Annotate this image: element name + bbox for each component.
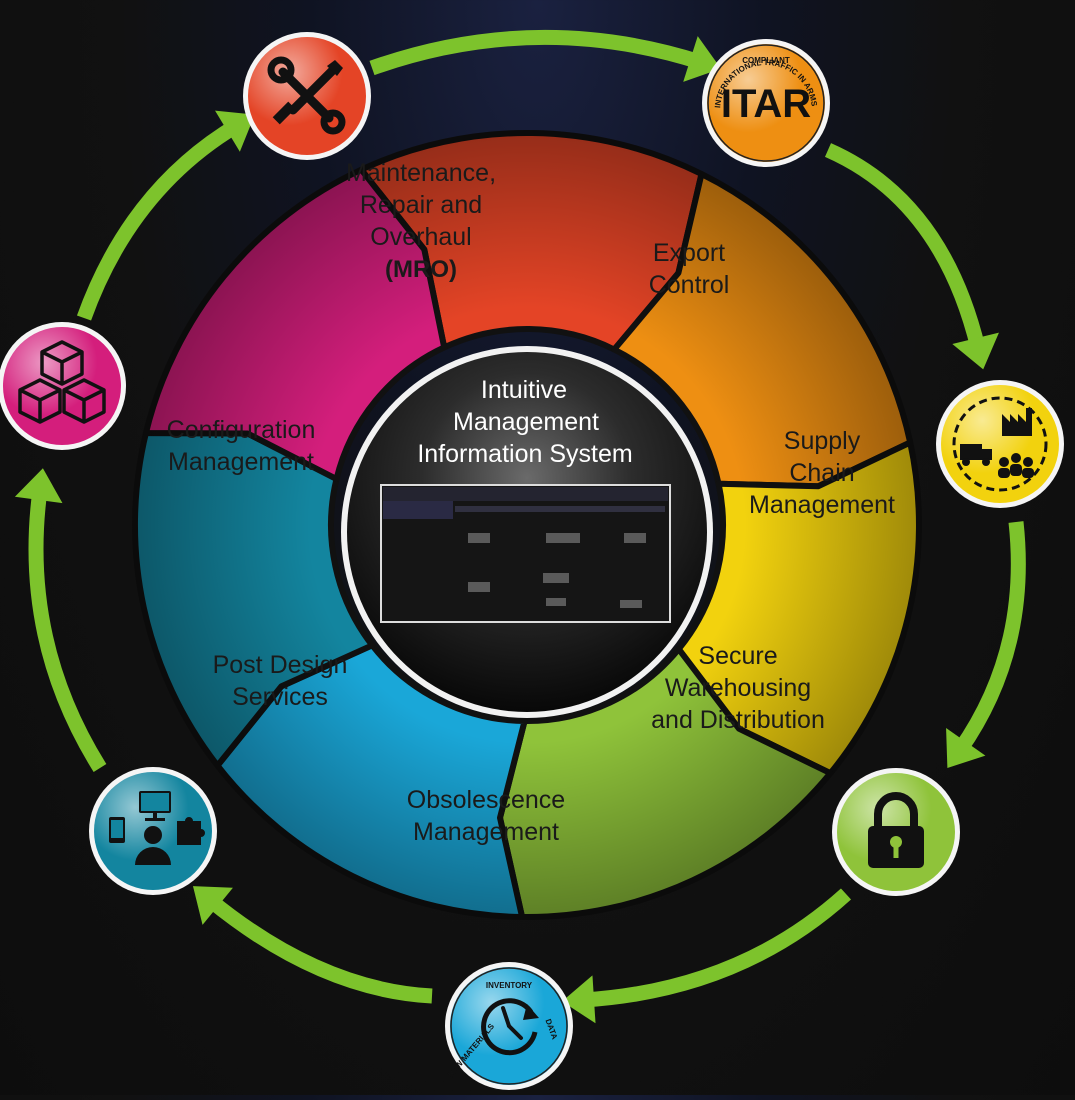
- segment-warehouse-label-line-1: Secure: [698, 642, 777, 670]
- padlock-icon: [832, 768, 960, 896]
- cycle-arrow-head-6: [15, 468, 63, 503]
- cycle-arrow-shaft-6: [36, 490, 100, 768]
- cycle-arrow-shaft-3: [960, 522, 1018, 750]
- itar-label: ITAR: [721, 82, 811, 126]
- segment-mro-label-bold: (MRO): [385, 256, 457, 283]
- segment-export-label-line-2: Control: [649, 271, 730, 299]
- center-title-line-2: Management: [453, 408, 599, 436]
- segment-obsolescence-label-line-2: Management: [413, 818, 559, 846]
- software-screenshot-thumbnail: [381, 485, 670, 622]
- devices-user-icon: [89, 767, 217, 895]
- segment-mro-label-line-2: Repair and: [360, 191, 482, 219]
- cycle-arrow-shaft-4: [584, 894, 846, 1000]
- cubes-icon: [0, 322, 126, 450]
- segment-postdesign-label-line-1: Post Design: [213, 651, 348, 679]
- segment-config-label-line-2: Management: [168, 448, 314, 476]
- center-title-line-1: Intuitive: [481, 376, 567, 404]
- itar-badge-icon: ITAR INTERNATIONAL TRAFFIC IN ARMS REGUL…: [702, 39, 830, 167]
- segment-warehouse-label-line-2: Warehousing: [665, 674, 811, 702]
- inventory-clock-icon: INVENTORY DATA RAW MATERIALS: [445, 962, 573, 1090]
- segment-postdesign-label-line-2: Services: [232, 683, 328, 711]
- cycle-arrow-shaft-5: [210, 900, 432, 996]
- inventory-ring-top: INVENTORY: [486, 981, 533, 990]
- segment-mro-label-line-3: Overhaul: [370, 223, 471, 251]
- center-title-line-3: Information System: [417, 440, 632, 468]
- supply-chain-icon: [936, 380, 1064, 508]
- segment-warehouse-label-line-3: and Distribution: [651, 706, 825, 734]
- center-hub: Intuitive Management Information System: [341, 346, 713, 718]
- cycle-arrow-shaft-1: [372, 37, 700, 68]
- itar-ring-top: COMPLIANT: [742, 56, 790, 65]
- segment-mro-label-line-1: Maintenance,: [346, 159, 496, 187]
- segment-export-label-line-1: Export: [653, 239, 725, 267]
- segment-config-label-line-1: Configuration: [167, 416, 316, 444]
- segment-supply-label-line-2: Chain: [789, 459, 854, 487]
- segment-supply-label-line-3: Management: [749, 491, 895, 519]
- segment-supply-label-line-1: Supply: [784, 427, 861, 455]
- tools-icon: [243, 32, 371, 160]
- segment-obsolescence-label-line-1: Obsolescence: [407, 786, 565, 814]
